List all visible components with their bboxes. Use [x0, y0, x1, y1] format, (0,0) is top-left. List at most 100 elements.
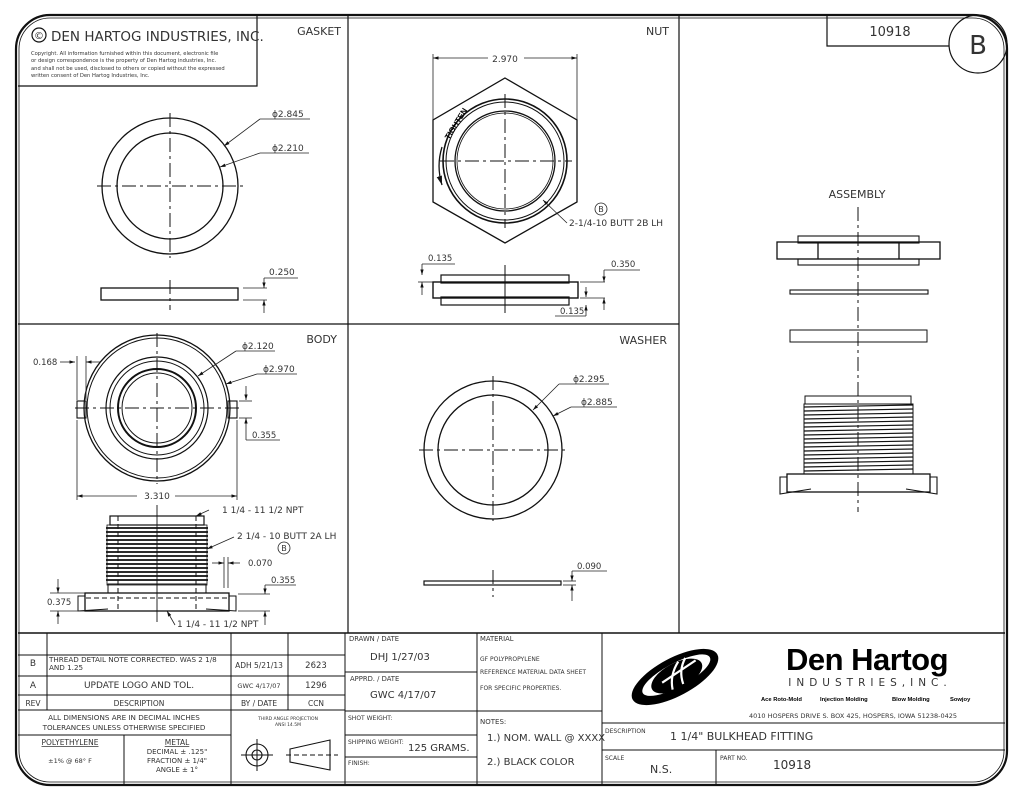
svg-text:ϕ2.970: ϕ2.970: [263, 365, 295, 375]
svg-text:APPRD. / DATE: APPRD. / DATE: [350, 675, 399, 683]
svg-text:or design correspondence is th: or design correspondence is the property…: [31, 58, 216, 64]
svg-text:ANGLE ± 1°: ANGLE ± 1°: [156, 766, 198, 774]
svg-text:DRAWN / DATE: DRAWN / DATE: [349, 635, 399, 643]
svg-text:0.135: 0.135: [428, 254, 452, 264]
svg-text:ϕ2.885: ϕ2.885: [581, 398, 613, 408]
svg-text:2.) BLACK COLOR: 2.) BLACK COLOR: [487, 757, 575, 768]
svg-text:ANSI 14.5M: ANSI 14.5M: [275, 722, 301, 728]
svg-text:A: A: [30, 681, 37, 691]
svg-text:Injection Molding: Injection Molding: [820, 697, 868, 703]
svg-text:written consent of Den Hartog: written consent of Den Hartog Industries…: [31, 73, 150, 79]
svg-text:GWC 4/17/07: GWC 4/17/07: [370, 690, 436, 701]
svg-text:2-1/4-10 BUTT 2B LH: 2-1/4-10 BUTT 2B LH: [569, 219, 663, 229]
svg-text:UPDATE LOGO AND TOL.: UPDATE LOGO AND TOL.: [84, 681, 194, 691]
svg-text:ALL DIMENSIONS ARE IN DECIMAL: ALL DIMENSIONS ARE IN DECIMAL INCHES: [48, 713, 200, 722]
svg-text:0.355: 0.355: [252, 431, 276, 441]
gasket-view: GASKET ϕ2.845 ϕ2.210 0.250: [97, 25, 341, 313]
svg-text:METAL: METAL: [165, 738, 190, 747]
svg-text:DHJ 1/27/03: DHJ 1/27/03: [370, 652, 430, 663]
svg-text:CCN: CCN: [308, 699, 324, 708]
projection-symbol: THIRD ANGLE PROJECTION ANSI 14.5M: [241, 633, 346, 785]
svg-text:ϕ2.210: ϕ2.210: [272, 144, 304, 154]
copyright-block: © DEN HARTOG INDUSTRIES, INC. Copyright.…: [18, 16, 264, 87]
nut-view: NUT 2.970 TIGHTEN B 2-1/4-10 BUTT 2B LH …: [418, 25, 669, 317]
svg-text:PART NO.: PART NO.: [720, 755, 748, 762]
svg-text:ϕ2.120: ϕ2.120: [242, 342, 274, 352]
svg-text:0.355: 0.355: [271, 576, 295, 586]
svg-text:1 1/4 - 11 1/2 NPT: 1 1/4 - 11 1/2 NPT: [177, 620, 259, 630]
revision-circle: [948, 14, 1008, 74]
tighten-arrow-icon: [436, 146, 443, 186]
svg-text:and shall not be used, disclos: and shall not be used, disclosed to othe…: [31, 66, 225, 72]
part-number-header: 10918 B: [826, 14, 1008, 74]
svg-text:Ace Roto-Mold: Ace Roto-Mold: [761, 697, 802, 703]
description-block: DESCRIPTION 1 1/4" BULKHEAD FITTING SCAL…: [602, 722, 1005, 785]
projection-frustum-icon: [289, 739, 331, 771]
svg-text:SHOT WEIGHT:: SHOT WEIGHT:: [348, 715, 392, 722]
company-logo-block: Den Hartog INDUSTRIES,INC. Ace Roto-Mold…: [631, 642, 971, 720]
company-name: DEN HARTOG INDUSTRIES, INC.: [51, 29, 264, 45]
svg-text:©: ©: [34, 31, 44, 42]
svg-text:FOR SPECIFIC PROPERTIES.: FOR SPECIFIC PROPERTIES.: [480, 685, 561, 692]
part-number: 10918: [773, 758, 811, 772]
svg-text:Copyright. All information fur: Copyright. All information furnished wit…: [31, 51, 218, 57]
svg-text:4010 HOSPERS DRIVE S. BOX 425: 4010 HOSPERS DRIVE S. BOX 425, HOSPERS, …: [749, 712, 957, 720]
view-title: WASHER: [619, 334, 667, 347]
svg-text:1296: 1296: [305, 681, 327, 691]
svg-text:FRACTION ± 1/4": FRACTION ± 1/4": [147, 757, 207, 765]
svg-text:N.S.: N.S.: [650, 763, 672, 776]
svg-text:0.090: 0.090: [577, 562, 601, 572]
svg-text:GF POLYPROPYLENE: GF POLYPROPYLENE: [480, 656, 540, 663]
svg-text:TOLERANCES UNLESS OTHERWISE SP: TOLERANCES UNLESS OTHERWISE SPECIFIED: [42, 723, 206, 732]
svg-text:DECIMAL ± .125": DECIMAL ± .125": [147, 748, 208, 756]
svg-text:NOTES:: NOTES:: [480, 718, 506, 726]
svg-text:REV: REV: [25, 699, 41, 708]
svg-text:1 1/4" BULKHEAD FITTING: 1 1/4" BULKHEAD FITTING: [670, 730, 813, 743]
svg-text:0.250: 0.250: [269, 268, 295, 278]
svg-text:2.970: 2.970: [492, 55, 518, 65]
svg-text:B: B: [30, 659, 36, 669]
svg-text:SHIPPING WEIGHT:: SHIPPING WEIGHT:: [348, 739, 404, 746]
tolerance-block: ALL DIMENSIONS ARE IN DECIMAL INCHES TOL…: [42, 713, 208, 774]
revision-table: B THREAD DETAIL NOTE CORRECTED. WAS 2 1/…: [18, 633, 345, 785]
svg-text:0.070: 0.070: [248, 559, 272, 569]
washer-view: WASHER ϕ2.295 ϕ2.885 0.090: [419, 334, 667, 601]
svg-text:MATERIAL: MATERIAL: [480, 635, 514, 643]
svg-text:FINISH:: FINISH:: [348, 760, 370, 767]
svg-text:B: B: [598, 205, 604, 214]
svg-text:125 GRAMS.: 125 GRAMS.: [408, 743, 470, 754]
svg-text:0.135: 0.135: [560, 307, 584, 317]
svg-text:POLYETHYLENE: POLYETHYLENE: [42, 738, 99, 747]
revision-letter: B: [969, 31, 987, 61]
view-title: GASKET: [297, 25, 341, 38]
svg-text:±1% @ 68° F: ±1% @ 68° F: [48, 757, 92, 765]
brand-name: Den Hartog: [786, 642, 948, 677]
svg-text:1 1/4 - 11 1/2 NPT: 1 1/4 - 11 1/2 NPT: [222, 506, 304, 516]
svg-text:3.310: 3.310: [144, 492, 170, 502]
svg-text:0.375: 0.375: [47, 598, 71, 608]
view-title: ASSEMBLY: [829, 188, 886, 201]
svg-text:0.168: 0.168: [33, 358, 57, 368]
dh-logo-icon: [631, 648, 719, 706]
svg-text:THIRD ANGLE PROJECTION: THIRD ANGLE PROJECTION: [257, 716, 318, 722]
drawn-approval-block: DRAWN / DATE DHJ 1/27/03 APPRD. / DATE G…: [345, 633, 602, 785]
svg-text:B: B: [281, 544, 287, 553]
svg-text:REFERENCE MATERIAL DATA SHEET: REFERENCE MATERIAL DATA SHEET: [480, 669, 586, 676]
svg-text:Blow Molding: Blow Molding: [892, 697, 930, 703]
body-view: BODY 0.168 ϕ2.120 ϕ2.970 0.355 3.310: [33, 333, 337, 630]
svg-text:ϕ2.295: ϕ2.295: [573, 375, 605, 385]
svg-text:Sowjoy: Sowjoy: [950, 697, 971, 703]
svg-text:BY / DATE: BY / DATE: [241, 699, 277, 708]
view-title: NUT: [646, 25, 669, 38]
material-notes-block: MATERIAL GF POLYPROPYLENE REFERENCE MATE…: [480, 633, 605, 785]
svg-text:SCALE: SCALE: [605, 755, 624, 762]
svg-text:INDUSTRIES,INC.: INDUSTRIES,INC.: [788, 677, 951, 689]
svg-text:ϕ2.845: ϕ2.845: [272, 110, 304, 120]
svg-text:GWC 4/17/07: GWC 4/17/07: [237, 682, 280, 690]
svg-text:2623: 2623: [305, 661, 327, 671]
sheet-border: [14, 13, 1009, 787]
svg-text:DESCRIPTION: DESCRIPTION: [605, 728, 646, 735]
svg-text:DESCRIPTION: DESCRIPTION: [114, 699, 165, 708]
